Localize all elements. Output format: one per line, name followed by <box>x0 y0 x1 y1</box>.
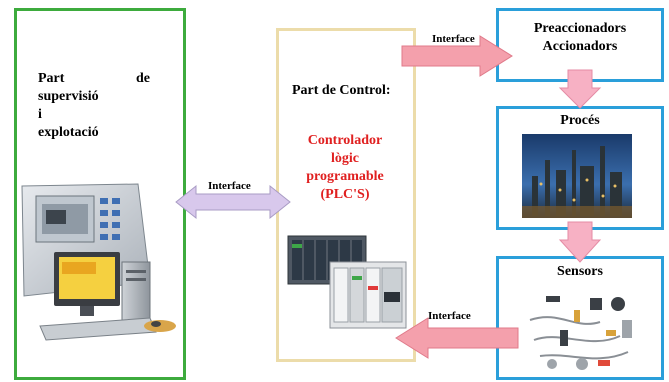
control-title: Part de Control: <box>292 83 391 98</box>
supervision-title-line1: Part de <box>38 70 150 88</box>
plc-label-line2: lògic <box>331 151 359 166</box>
down-arrow-process-sensors <box>558 221 602 263</box>
actuators-label: Preaccionadors Accionadors <box>499 20 661 56</box>
plc-label: Controlador lògic programable (PLC'S) <box>290 132 400 204</box>
interface-label-bottom: Interface <box>428 310 471 322</box>
actuators-label-line1: Preaccionadors <box>533 21 627 36</box>
plc-label-line4: (PLC'S) <box>320 187 370 202</box>
plc-label-line3: programable <box>306 169 384 184</box>
supervision-title-line2: supervisió <box>38 89 99 104</box>
interface-arrow-middle <box>175 184 291 220</box>
supervision-title-line3: i <box>38 107 42 122</box>
interface-arrow-bottom <box>395 317 519 359</box>
down-arrow-actuators-process <box>558 69 602 109</box>
supervision-title-line4: explotació <box>38 125 99 140</box>
interface-label-top: Interface <box>432 33 475 45</box>
supervision-box <box>14 8 186 380</box>
sensors-illustration <box>520 288 638 372</box>
plc-label-line1: Controlador <box>307 133 383 148</box>
process-plant-illustration <box>522 134 632 218</box>
hmi-workstation-illustration <box>21 183 176 341</box>
interface-arrow-top <box>401 35 513 77</box>
interface-label-middle: Interface <box>208 180 251 192</box>
supervision-title-word1: Part <box>38 71 65 86</box>
supervision-title: Part de supervisió i explotació <box>38 70 150 142</box>
plc-illustration <box>287 235 407 329</box>
actuators-label-line2: Accionadors <box>542 39 618 54</box>
supervision-title-word2: de <box>136 71 150 86</box>
process-label: Procés <box>560 113 600 128</box>
sensors-label: Sensors <box>557 264 603 279</box>
